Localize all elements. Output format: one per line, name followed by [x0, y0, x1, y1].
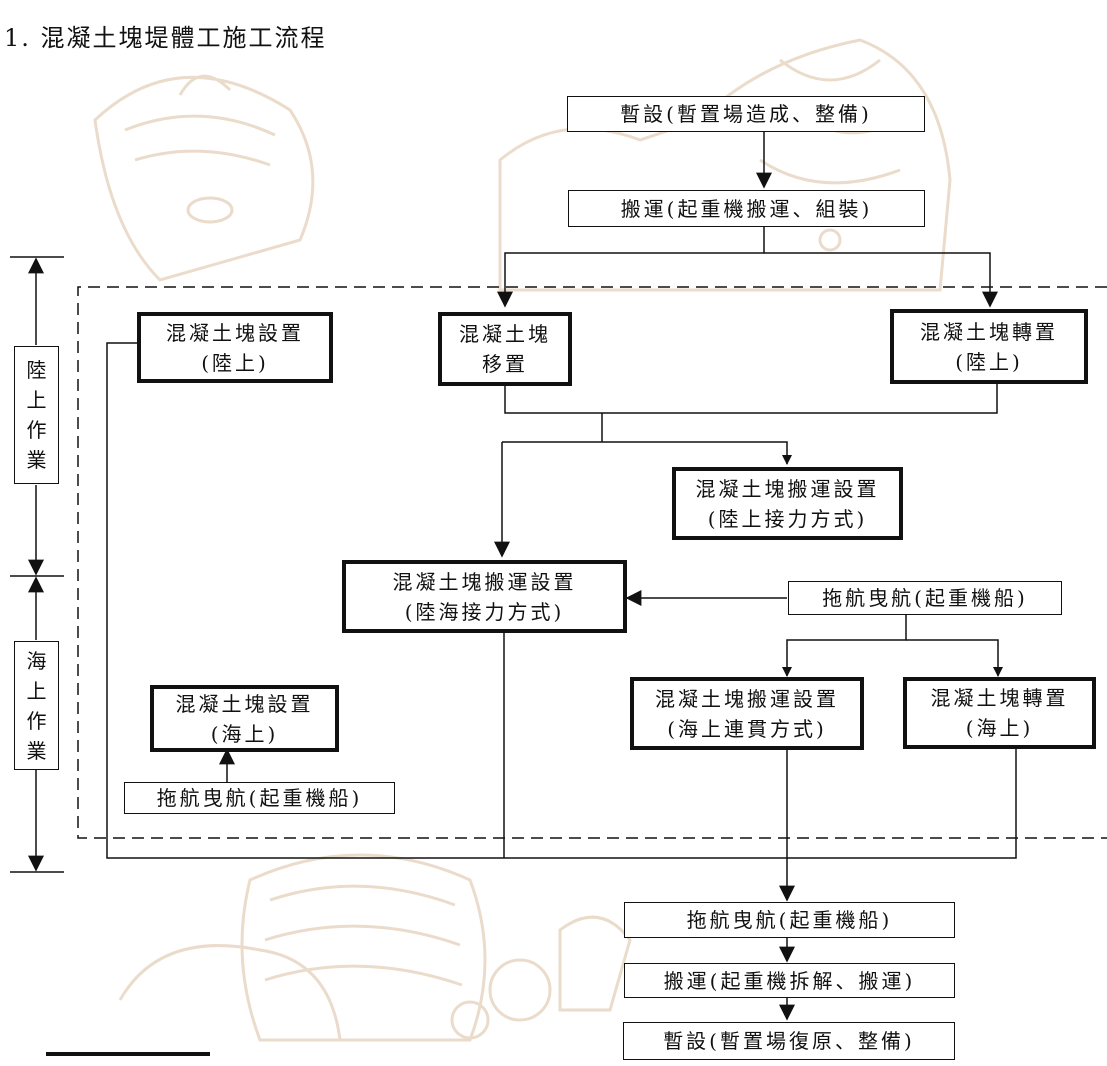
box-text: 移置: [482, 352, 528, 376]
box-text: 暫設(暫置場造成、整備): [620, 102, 872, 126]
sea-work-char: 作: [26, 708, 47, 733]
arrow-to-block-move: [497, 227, 765, 308]
box-text: (陸上接力方式): [707, 506, 868, 531]
box-continuous-sea: 混凝土塊搬運設置 (海上連貫方式): [630, 677, 864, 750]
box-text: 混凝土塊轉置: [920, 319, 1058, 344]
arrow-to-transfer-sea: [906, 639, 1003, 677]
box-text: (陸海接力方式): [404, 599, 565, 624]
box-temp-setup: 暫設(暫置場造成、整備): [567, 96, 925, 132]
box-text: 混凝土塊搬運設置: [695, 476, 880, 501]
watermark-figure: [118, 944, 342, 1041]
box-tow-crane-left: 拖航曳航(起重機船): [124, 782, 395, 814]
box-text: (海上): [210, 721, 279, 746]
decorative-rule: [46, 1052, 210, 1056]
work-zone-boundary: [77, 286, 1107, 839]
box-text: (海上連貫方式): [667, 716, 827, 741]
box-text: (陸上): [955, 349, 1023, 374]
box-text: 混凝土塊搬運設置: [392, 569, 577, 594]
box-text: (海上): [965, 716, 1034, 740]
box-text: 混凝土塊設置: [175, 691, 314, 716]
box-block-transfer-land: 混凝土塊轉置 (陸上): [890, 309, 1088, 384]
box-text: 搬運(起重機搬運、組裝): [620, 196, 873, 221]
collector-line: [106, 342, 1017, 859]
box-text: 拖航曳航(起重機船): [686, 908, 893, 932]
arrow-to-continuous-sea: [782, 614, 907, 677]
box-block-transfer-sea: 混凝土塊轉置 (海上): [903, 677, 1096, 749]
box-text: 暫設(暫置場復原、整備): [663, 1029, 915, 1053]
box-relay-land: 混凝土塊搬運設置 (陸上接力方式): [672, 467, 903, 540]
box-transport-assembly: 搬運(起重機搬運、組裝): [568, 190, 925, 227]
box-text: 拖航曳航(起重機船): [156, 786, 363, 810]
box-tow-crane-right: 拖航曳航(起重機船): [788, 581, 1062, 615]
watermark-pharaoh: [93, 75, 315, 282]
box-block-install-sea: 混凝土塊設置 (海上): [150, 685, 339, 752]
box-text: 混凝土塊: [459, 322, 551, 346]
box-relay-landsea: 混凝土塊搬運設置 (陸海接力方式): [342, 560, 627, 633]
arrow-to-relay-land: [502, 441, 792, 465]
box-text: 混凝土塊搬運設置: [655, 686, 839, 711]
box-text: (陸上): [201, 350, 269, 375]
sea-work-label: 海 上 作 業: [14, 641, 59, 770]
box-text: 搬運(起重機拆解、搬運): [663, 968, 916, 993]
land-work-char: 業: [26, 448, 47, 472]
page-title: 1. 混凝土塊堤體工施工流程: [4, 24, 327, 52]
land-work-char: 陸: [26, 358, 47, 382]
sea-work-char: 上: [26, 678, 47, 703]
land-work-char: 上: [26, 388, 47, 412]
box-block-move: 混凝土塊 移置: [438, 312, 572, 386]
watermark-basket: [240, 853, 487, 1042]
land-work-char: 作: [26, 418, 47, 442]
land-work-label: 陸 上 作 業: [14, 346, 59, 484]
box-temp-restore: 暫設(暫置場復原、整備): [623, 1022, 955, 1060]
sea-work-char: 海: [26, 648, 47, 673]
merge-line: [504, 383, 998, 414]
arrow-to-transfer-land: [764, 252, 998, 308]
box-text: 拖航曳航(起重機船): [822, 586, 1028, 610]
box-text: 混凝土塊轉置: [930, 686, 1069, 710]
box-block-install-land: 混凝土塊設置 (陸上): [137, 312, 333, 383]
box-tow-crane-bottom: 拖航曳航(起重機船): [624, 902, 955, 938]
sea-work-char: 業: [26, 738, 47, 763]
box-text: 混凝土塊設置: [166, 320, 304, 345]
box-transport-dismantle: 搬運(起重機拆解、搬運): [624, 963, 955, 998]
